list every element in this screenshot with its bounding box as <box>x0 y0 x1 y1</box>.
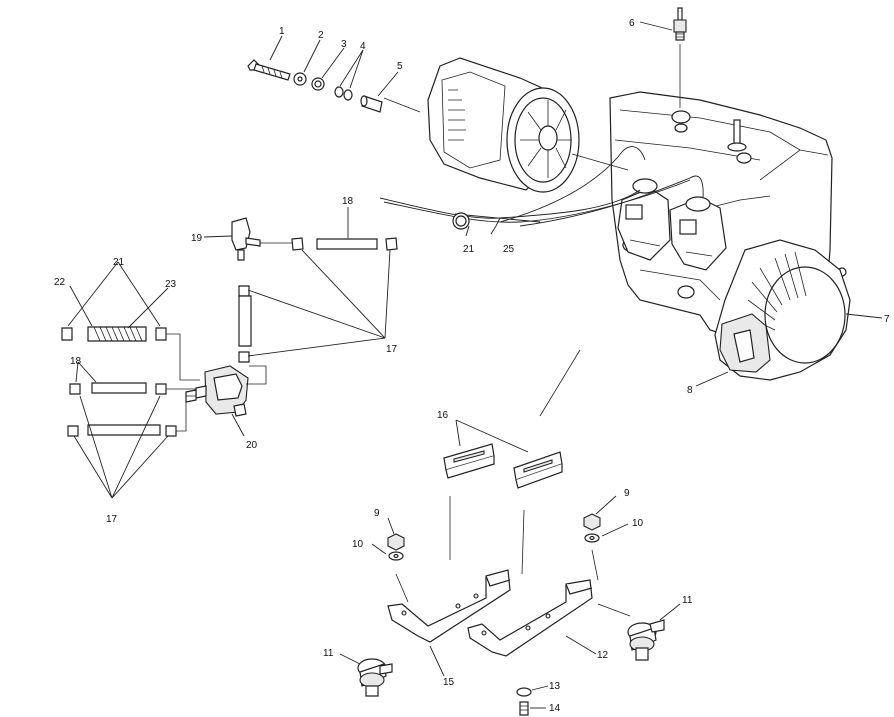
fuel-system <box>61 217 398 437</box>
callout-25: 25 <box>503 244 515 255</box>
callout-6: 6 <box>629 18 635 29</box>
fastener-hardware <box>387 513 601 716</box>
callout-21-cable: 21 <box>463 244 475 255</box>
callout-9-left: 9 <box>374 508 380 519</box>
leader-lines <box>67 21 883 709</box>
callout-5: 5 <box>397 61 403 72</box>
callout-10-right: 10 <box>632 518 644 529</box>
callout-3: 3 <box>341 39 347 50</box>
callout-16: 16 <box>437 410 449 421</box>
clutch-bolt-stack <box>247 59 383 113</box>
callout-22: 22 <box>54 277 66 288</box>
drive-clutch <box>427 57 580 193</box>
callout-17-top: 17 <box>386 344 398 355</box>
callout-labels: 1 2 3 4 5 6 7 8 9 9 10 10 11 11 12 13 14… <box>54 18 890 714</box>
callout-21-left: 21 <box>113 257 125 268</box>
callout-19: 19 <box>191 233 203 244</box>
callout-12: 12 <box>597 650 609 661</box>
callout-4: 4 <box>360 41 366 52</box>
callout-10-left: 10 <box>352 539 364 550</box>
carburetor-pair <box>617 178 727 271</box>
recoil-starter-housing <box>714 239 851 381</box>
throttle-cable <box>379 146 704 230</box>
spark-plug <box>673 7 687 41</box>
callout-11-right: 11 <box>682 595 693 606</box>
callout-20: 20 <box>246 440 258 451</box>
callout-18-left: 18 <box>70 356 82 367</box>
callout-2: 2 <box>318 30 324 41</box>
callout-14: 14 <box>549 703 561 714</box>
callout-17-bottom: 17 <box>106 514 118 525</box>
callout-18-top: 18 <box>342 196 354 207</box>
callout-15: 15 <box>443 677 455 688</box>
callout-23: 23 <box>165 279 177 290</box>
engine-mount-brackets <box>387 569 593 657</box>
spacer-blocks <box>443 443 563 489</box>
callout-7: 7 <box>884 314 890 325</box>
callout-8: 8 <box>687 385 693 396</box>
rubber-mounts <box>357 619 665 697</box>
callout-11-left: 11 <box>323 648 334 659</box>
callout-9-right: 9 <box>624 488 630 499</box>
callout-13: 13 <box>549 681 561 692</box>
callout-1: 1 <box>279 26 285 37</box>
